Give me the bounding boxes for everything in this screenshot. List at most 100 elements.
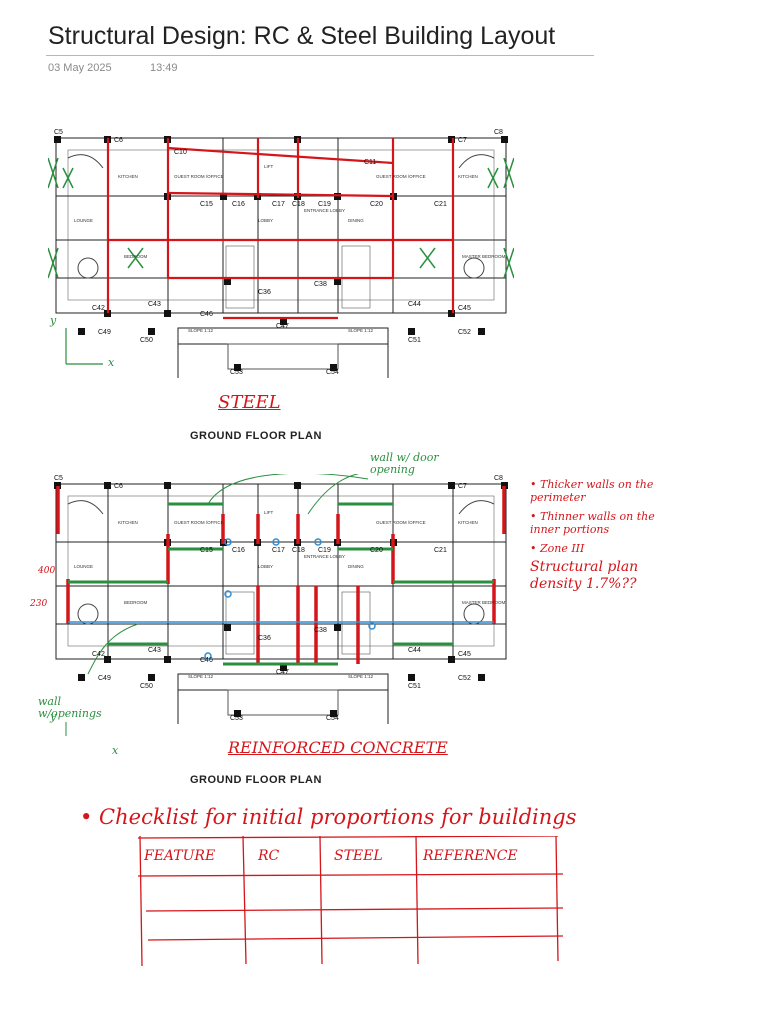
room-label: KITCHEN: [118, 174, 138, 179]
room-label: GUEST ROOM /OFFICE: [174, 520, 224, 525]
rc-heading: REINFORCED CONCRETE: [228, 738, 448, 757]
table-grid: [138, 836, 564, 966]
column-label: C52: [458, 329, 471, 336]
column-label: C10: [174, 149, 187, 156]
wall-openings-note: wall w/openings: [38, 695, 102, 720]
room-label: GUEST ROOM /OFFICE: [376, 174, 426, 179]
room-label: ENTRANCE LOBBY: [304, 554, 345, 559]
room-label: KITCHEN: [118, 520, 138, 525]
room-label: MASTER BEDROOM: [462, 254, 506, 259]
slope-label: SLOPE 1:12: [188, 328, 214, 333]
column-label: C44: [408, 301, 421, 308]
rc-floor-plan: C5 C6 C7 C8 C15 C16 C17 C18 C19 C20 C21 …: [30, 452, 514, 786]
dim-400: 400: [38, 566, 56, 576]
column-label: C8: [494, 129, 503, 136]
column-label: C49: [98, 329, 111, 336]
slope-label: SLOPE 1:12: [188, 674, 214, 679]
note-item: • Thicker walls on the perimeter: [530, 478, 654, 504]
page-time: 13:49: [150, 62, 178, 74]
column-label: C46: [200, 657, 213, 664]
column-label: C42: [92, 651, 105, 658]
room-label: LIFT: [264, 164, 274, 169]
page-title: Structural Design: RC & Steel Building L…: [48, 22, 556, 50]
column-label: C17: [272, 547, 285, 554]
room-label: GUEST ROOM /OFFICE: [174, 174, 224, 179]
design-notes: • Thicker walls on the perimeter • Thinn…: [530, 478, 660, 593]
axis-x-label: x: [108, 356, 115, 369]
steel-floor-plan: C5 C6 C10 C11 C7 C8 C15 C16 C17 C18 C19 …: [48, 128, 514, 442]
room-label: KITCHEN: [458, 520, 478, 525]
note-item: • Thinner walls on the inner portions: [530, 510, 655, 536]
column-label: C18: [292, 201, 305, 208]
room-label: BEDROOM: [124, 600, 148, 605]
column-label: C11: [364, 159, 376, 166]
room-label: LIFT: [264, 510, 274, 515]
wall-door-note: wall w/ door opening: [370, 451, 439, 476]
column-label: C5: [54, 129, 63, 136]
column-label: C44: [408, 647, 421, 654]
column-label: C36: [258, 289, 271, 296]
column-label: C15: [200, 201, 213, 208]
column-label: C7: [458, 137, 467, 144]
table-header-reference: REFERENCE: [423, 848, 518, 864]
column-label: C38: [314, 627, 327, 634]
plan-label: GROUND FLOOR PLAN: [190, 774, 322, 786]
column-label: C42: [92, 305, 105, 312]
room-label: LOUNGE: [74, 218, 93, 223]
column-label: C16: [232, 201, 245, 208]
column-label: C47: [276, 323, 289, 330]
column-label: C16: [232, 547, 245, 554]
room-label: BEDROOM: [124, 254, 148, 259]
slope-label: SLOPE 1:12: [348, 674, 374, 679]
axis-y-label: y: [50, 710, 57, 723]
axis-y-label: y: [50, 314, 57, 327]
title-divider: [46, 55, 594, 56]
column-label: C53: [230, 369, 243, 376]
room-label: ENTRANCE LOBBY: [304, 208, 345, 213]
column-label: C6: [114, 137, 123, 144]
column-label: C53: [230, 715, 243, 722]
column-label: C17: [272, 201, 285, 208]
column-label: C51: [408, 337, 421, 344]
column-label: C43: [148, 301, 161, 308]
column-label: C50: [140, 683, 153, 690]
column-label: C54: [326, 369, 339, 376]
column-label: C21: [434, 201, 447, 208]
column-label: C15: [200, 547, 213, 554]
plan-density-note: Structural plan density 1.7%??: [530, 559, 639, 592]
page-date: 03 May 2025: [48, 62, 112, 74]
table-header-steel: STEEL: [334, 848, 383, 864]
column-label: C19: [318, 547, 331, 554]
column-label: C5: [54, 475, 63, 482]
axis-x-label: x: [112, 744, 119, 757]
column-label: C20: [370, 547, 383, 554]
checklist-title: • Checklist for initial proportions for …: [80, 805, 577, 829]
column-label: C20: [370, 201, 383, 208]
table-header-rc: RC: [258, 848, 280, 864]
column-label: C43: [148, 647, 161, 654]
column-label: C51: [408, 683, 421, 690]
room-label: MASTER BEDROOM: [462, 600, 506, 605]
column-label: C6: [114, 483, 123, 490]
column-label: C36: [258, 635, 271, 642]
column-label: C54: [326, 715, 339, 722]
column-label: C52: [458, 675, 471, 682]
room-label: LOBBY: [258, 218, 273, 223]
room-label: GUEST ROOM /OFFICE: [376, 520, 426, 525]
column-label: C8: [494, 475, 503, 482]
column-label: C21: [434, 547, 447, 554]
column-label: C38: [314, 281, 327, 288]
room-label: DINING: [348, 564, 364, 569]
column-label: C46: [200, 311, 213, 318]
room-label: KITCHEN: [458, 174, 478, 179]
room-label: DINING: [348, 218, 364, 223]
room-label: LOBBY: [258, 564, 273, 569]
column-label: C50: [140, 337, 153, 344]
plan-label: GROUND FLOOR PLAN: [190, 430, 322, 442]
column-label: C49: [98, 675, 111, 682]
table-header-feature: FEATURE: [144, 848, 216, 864]
slope-label: SLOPE 1:12: [348, 328, 374, 333]
column-label: C45: [458, 305, 471, 312]
steel-heading: STEEL: [218, 392, 281, 413]
column-label: C19: [318, 201, 331, 208]
